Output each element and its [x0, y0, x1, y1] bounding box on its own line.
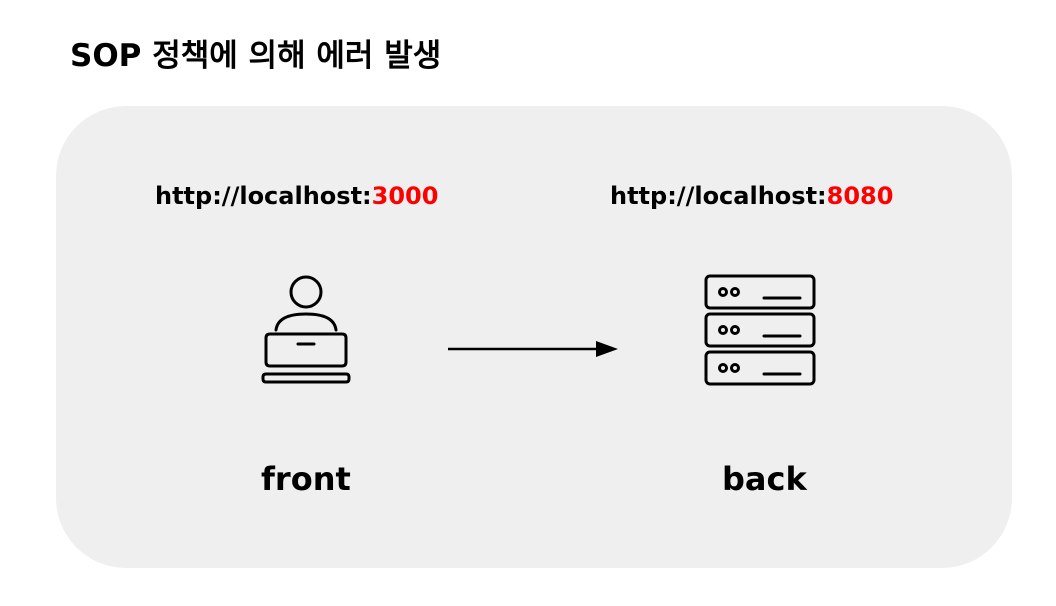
back-port: 8080 [826, 182, 894, 210]
front-label: front [261, 460, 351, 498]
front-url: http://localhost:3000 [155, 182, 438, 211]
user-laptop-icon [261, 275, 351, 384]
back-url-prefix: http://localhost: [610, 182, 827, 210]
page-title: SOP 정책에 의해 에러 발생 [70, 38, 442, 74]
back-url: http://localhost:8080 [610, 182, 893, 211]
back-label: back [722, 460, 807, 498]
front-url-prefix: http://localhost: [155, 182, 372, 210]
request-arrow [448, 341, 618, 357]
front-port: 3000 [371, 182, 439, 210]
server-icon [704, 274, 816, 386]
diagram-panel [56, 106, 1012, 568]
